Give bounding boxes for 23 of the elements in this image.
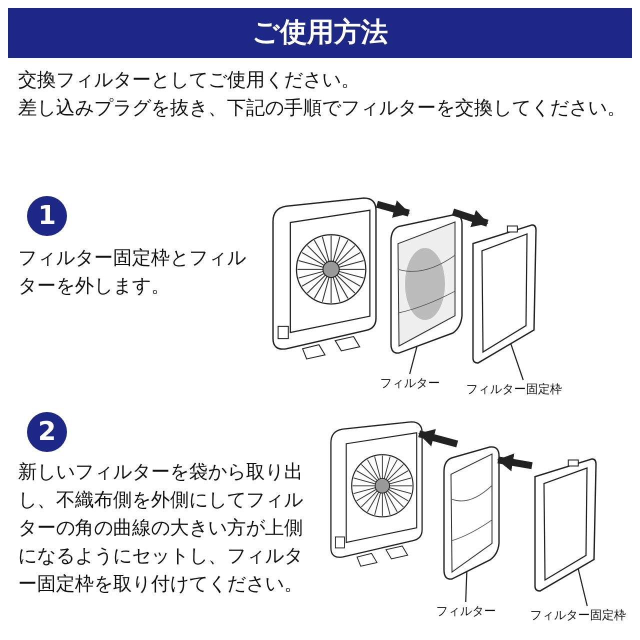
fan-drawing — [272, 196, 377, 361]
intro-text: 交換フィルターとしてご使用ください。 — [18, 68, 361, 93]
leader-line — [409, 346, 418, 374]
filter-frame-drawing — [470, 222, 538, 366]
block-arrow — [418, 428, 458, 448]
part-label: フィルター — [436, 602, 502, 620]
block-arrow — [376, 200, 410, 218]
leader-line — [465, 572, 468, 602]
part-label: フィルター固定枠 — [466, 380, 570, 398]
intro-text: 差し込みプラグを抜き、下記の手順でフィルターを交換してください。 — [18, 96, 627, 121]
filter-frame-drawing — [532, 456, 598, 594]
part-label: フィルター固定枠 — [530, 606, 634, 624]
fan-drawing — [330, 420, 423, 568]
block-arrow — [452, 208, 488, 228]
step-instruction: フィルター固定枠とフィルターを外します。 — [18, 246, 247, 299]
leader-line — [578, 568, 588, 606]
step-number: 1 — [27, 196, 67, 236]
step-instruction: 新しいフィルターを袋から取り出し、不織布側を外側にしてフィルターの角の曲線の大きい方が上側になるようにセットし、フィルター固定枠を取り付けてください。 — [18, 460, 304, 597]
block-arrow — [497, 454, 533, 472]
part-label: フィルター — [380, 374, 446, 392]
title-banner: ご使用方法 — [8, 8, 632, 58]
step-number: 2 — [27, 412, 67, 452]
leader-line — [510, 343, 524, 380]
